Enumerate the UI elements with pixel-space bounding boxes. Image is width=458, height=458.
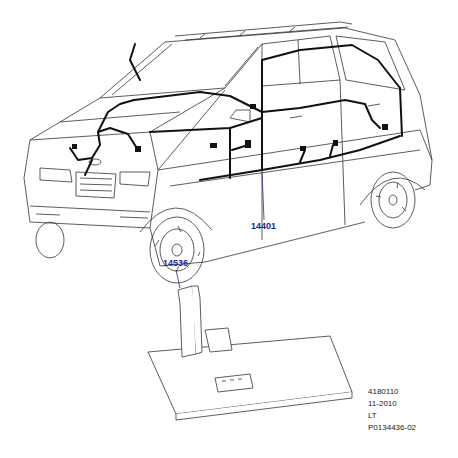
drawing-code: 4180110 (368, 388, 399, 396)
callout-number: 14401 (251, 222, 276, 231)
harness-connectors (72, 104, 388, 152)
drawing-date: 11-2010 (368, 400, 397, 408)
callout-number: 14536 (163, 259, 188, 268)
wiring-harness (70, 44, 402, 180)
leader-line (262, 172, 264, 220)
drawing-code: LT (368, 412, 377, 420)
bracket-part (148, 286, 352, 420)
car-body (24, 22, 432, 283)
leader-line (176, 270, 180, 288)
drawing-code: P0134436-02 (368, 424, 416, 432)
